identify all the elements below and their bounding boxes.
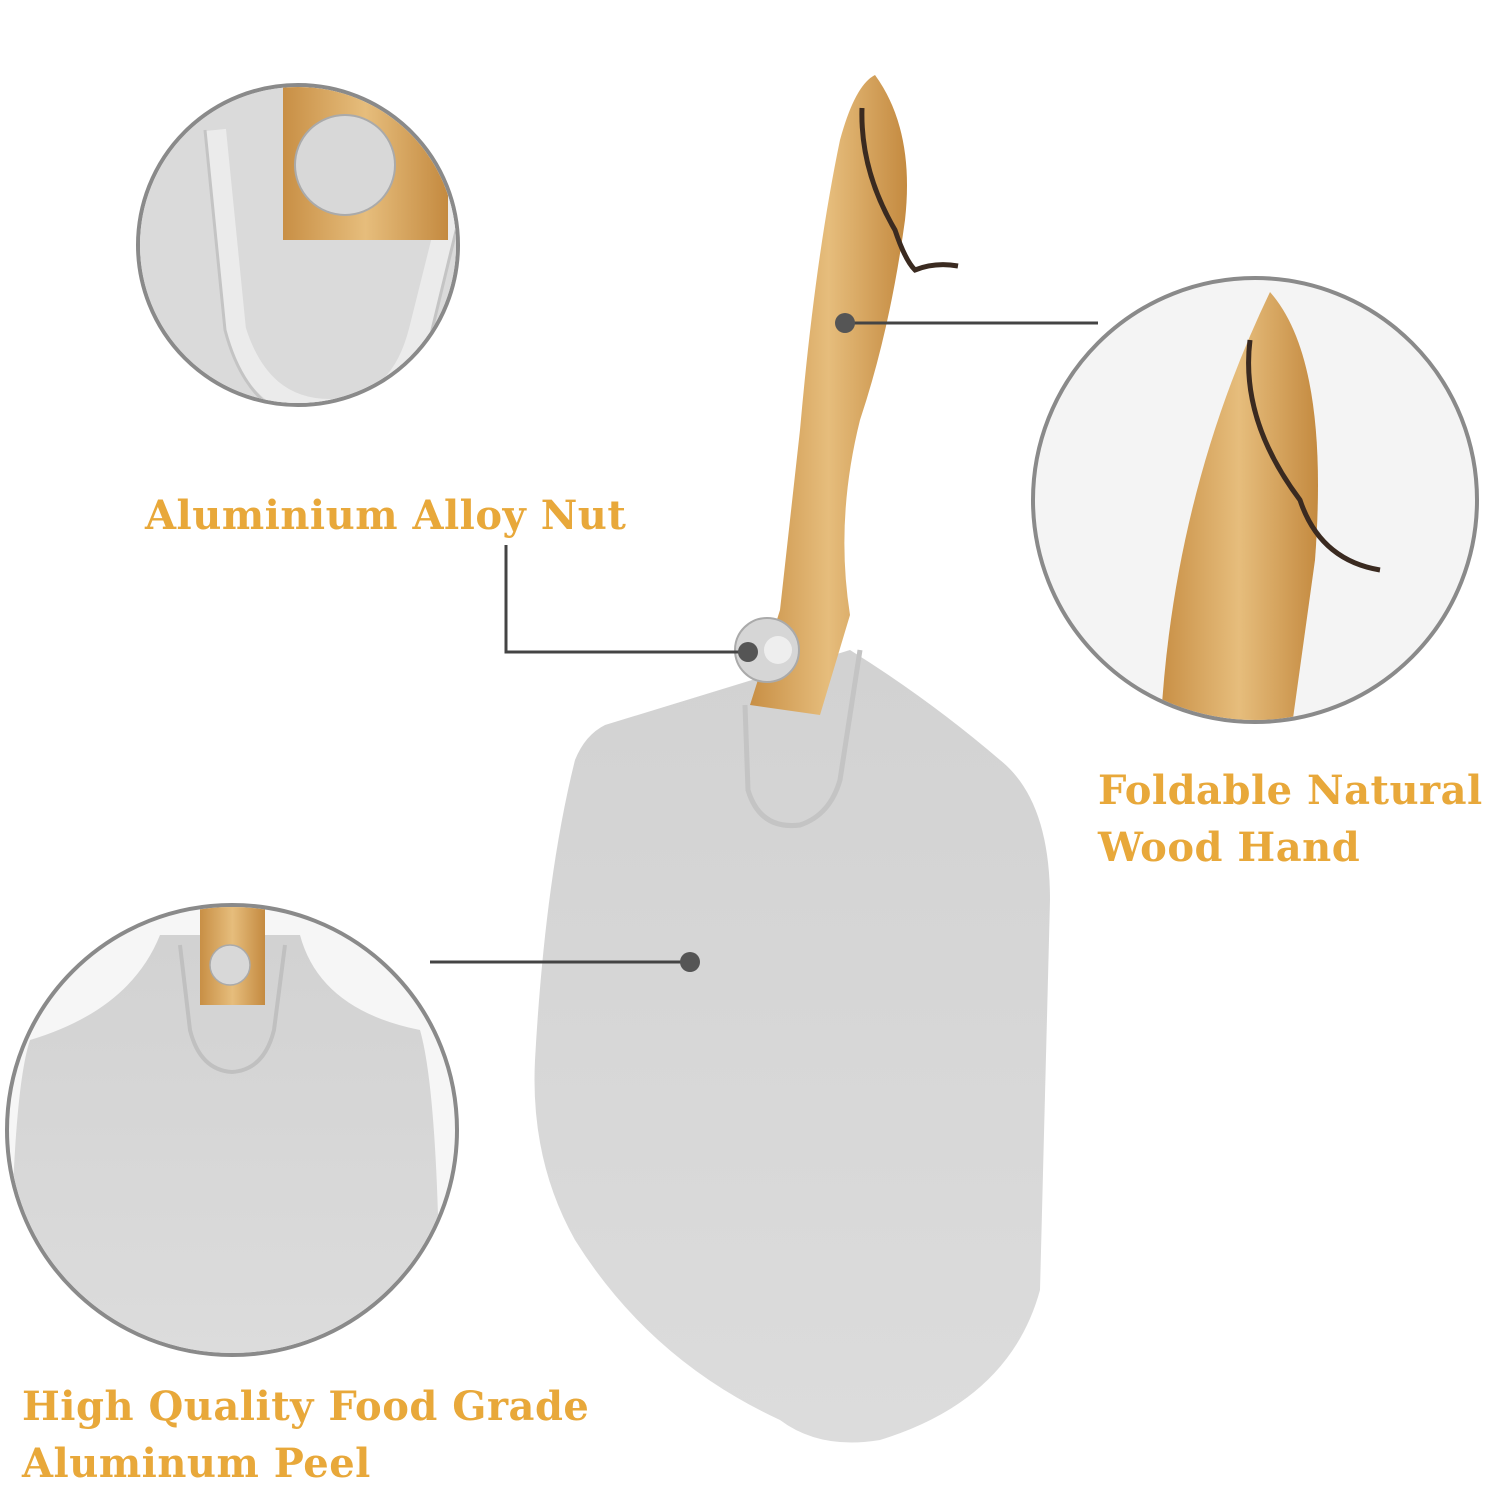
peel-handle-slot: [742, 649, 863, 829]
peel-blade: [534, 650, 1050, 1443]
callout-peel: [430, 952, 700, 972]
hanging-cord: [859, 107, 959, 273]
handle-detail-circle: [1031, 276, 1479, 724]
peel-detail-circle: [5, 903, 459, 1357]
label-line-2: Aluminum Peel: [22, 1440, 371, 1485]
label-line-2: Wood Hand: [1098, 824, 1361, 871]
label-line-1: Foldable Natural: [1098, 767, 1483, 814]
label-text: Aluminium Alloy Nut: [145, 492, 627, 539]
callout-nut: [504, 545, 758, 662]
nut-detail-circle: [136, 83, 460, 407]
wooden-handle: [750, 75, 907, 715]
label-aluminium-alloy-nut: Aluminium Alloy Nut: [145, 487, 626, 544]
label-line-1: High Quality Food Grade: [22, 1383, 590, 1430]
label-foldable-wood-handle: Foldable Natural Wood Hand: [1098, 762, 1483, 876]
callout-handle: [835, 313, 1098, 333]
label-aluminum-peel: High Quality Food Grade Aluminum Peel: [22, 1378, 589, 1485]
